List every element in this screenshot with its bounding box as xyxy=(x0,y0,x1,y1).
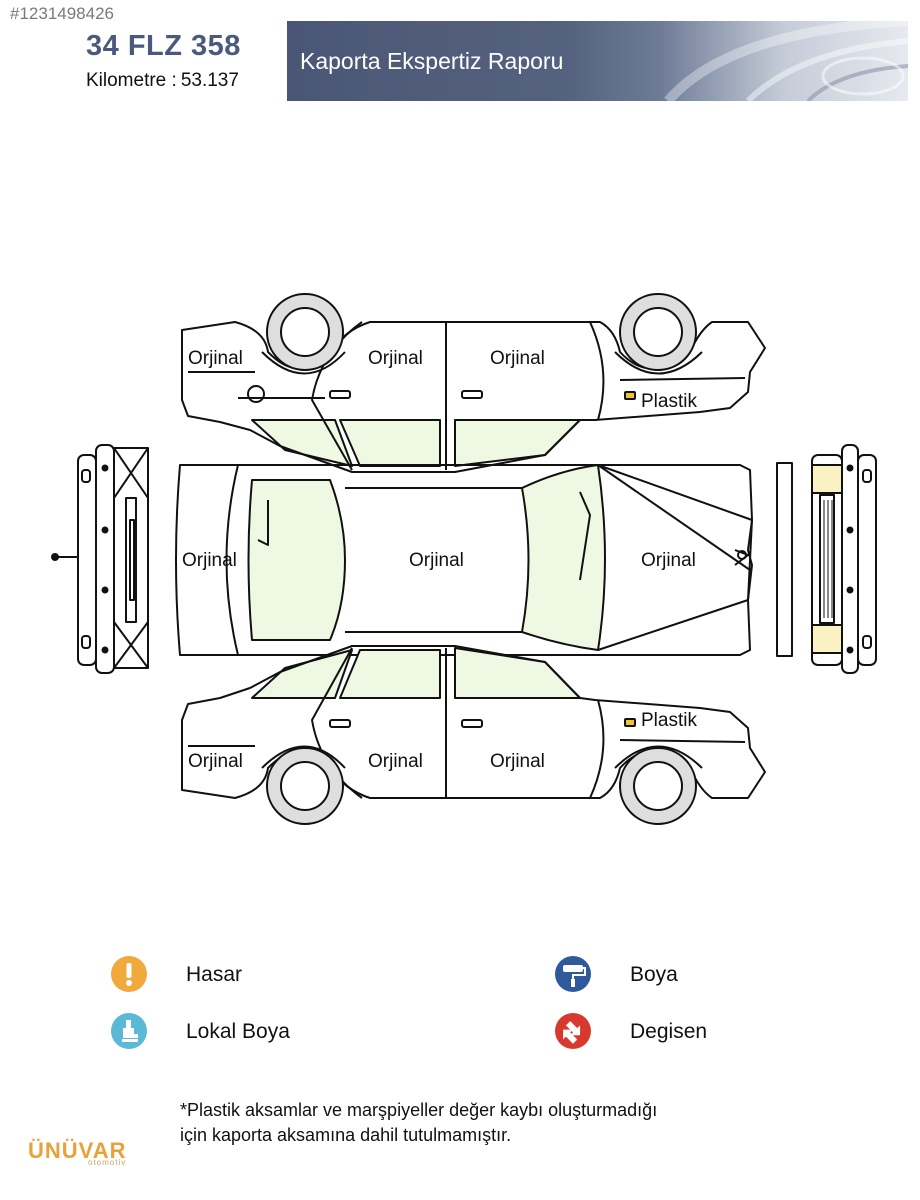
label-roof: Orjinal xyxy=(409,550,464,571)
label-top-rear-door: Orjinal xyxy=(490,348,545,369)
brand-logo-sub: otomotiv xyxy=(88,1158,127,1167)
legend-label-degisen: Degisen xyxy=(630,1020,708,1043)
footnote-line-1: *Plastik aksamlar ve marşpiyeller değer … xyxy=(180,1100,658,1120)
report-banner: Kaporta Ekspertiz Raporu xyxy=(287,21,908,101)
banner-car-illustration xyxy=(664,21,908,101)
label-top-front-door: Orjinal xyxy=(368,348,423,369)
car-front-view xyxy=(51,444,149,674)
paint-roller-icon xyxy=(555,956,591,992)
listing-id: #1231498426 xyxy=(10,4,115,23)
mileage: Kilometre :53.137 xyxy=(86,70,239,92)
legend-label-hasar: Hasar xyxy=(186,963,243,986)
license-plate: 34 FLZ 358 xyxy=(86,30,241,62)
warning-icon xyxy=(111,956,147,992)
legend-label-boya: Boya xyxy=(630,963,678,986)
report-title: Kaporta Ekspertiz Raporu xyxy=(300,48,564,74)
legend-label-lokal-boya: Lokal Boya xyxy=(186,1020,290,1043)
car-top-side-view xyxy=(181,293,766,473)
spray-gun-icon xyxy=(111,1013,147,1049)
swap-arrows-icon xyxy=(555,1013,591,1049)
label-bottom-front-door: Orjinal xyxy=(368,751,423,772)
label-hood: Orjinal xyxy=(182,550,237,571)
label-top-rear-bumper: Plastik xyxy=(641,391,697,412)
label-bottom-rear-bumper: Plastik xyxy=(641,710,697,731)
car-top-view xyxy=(175,463,753,656)
footnote-line-2: için kaporta aksamına dahil tutulmamıştı… xyxy=(180,1125,512,1145)
footnote: *Plastik aksamlar ve marşpiyeller değer … xyxy=(180,1098,657,1148)
label-bottom-right-fender: Orjinal xyxy=(188,751,243,772)
car-rear-view xyxy=(776,444,877,674)
brand-logo: ÜNÜVAR xyxy=(28,1138,127,1163)
label-trunk: Orjinal xyxy=(641,550,696,571)
label-bottom-rear-door: Orjinal xyxy=(490,751,545,772)
car-bottom-side-view xyxy=(181,645,766,825)
mileage-value: 53.137 xyxy=(180,70,239,91)
label-top-left-fender: Orjinal xyxy=(188,348,243,369)
mileage-label: Kilometre : xyxy=(86,70,177,91)
